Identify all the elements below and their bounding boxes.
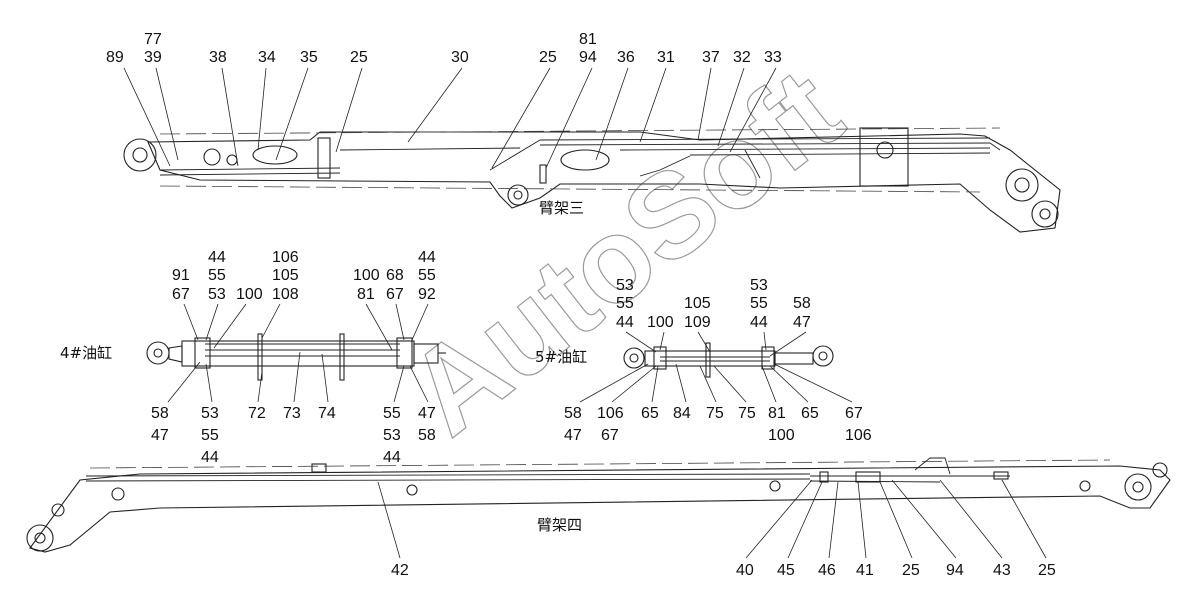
callout: 67	[845, 405, 863, 422]
boom-arm-4	[26, 457, 1171, 553]
callout: 94	[946, 562, 964, 579]
callout: 68	[386, 267, 404, 284]
callout: 47	[564, 427, 582, 444]
callout: 46	[818, 562, 836, 579]
callout: 73	[283, 405, 301, 422]
callout: 30	[451, 49, 469, 66]
callout: 44	[201, 449, 219, 466]
callout: 100	[647, 314, 674, 331]
callout: 53	[208, 286, 226, 303]
callout: 58	[151, 405, 169, 422]
callout: 47	[151, 427, 169, 444]
callout: 58	[418, 427, 436, 444]
callout: 34	[258, 49, 276, 66]
cyl4-caption: 4#油缸	[60, 344, 112, 362]
callout: 25	[539, 49, 557, 66]
callout: 81	[579, 31, 597, 48]
callout: 65	[641, 405, 659, 422]
callout: 55	[418, 267, 436, 284]
callout: 109	[684, 314, 711, 331]
callout: 75	[706, 405, 724, 422]
callout: 45	[777, 562, 795, 579]
callout: 106	[597, 405, 624, 422]
callout: 53	[201, 405, 219, 422]
callout: 43	[993, 562, 1011, 579]
callout: 44	[616, 314, 634, 331]
callout: 81	[357, 286, 375, 303]
boom-arm-3	[123, 127, 1061, 233]
callout: 53	[616, 277, 634, 294]
callout: 55	[208, 267, 226, 284]
callout: 53	[383, 427, 401, 444]
callout: 67	[386, 286, 404, 303]
callout: 39	[144, 49, 162, 66]
callout: 37	[702, 49, 720, 66]
callout: 33	[764, 49, 782, 66]
callout: 55	[616, 295, 634, 312]
callout: 42	[391, 562, 409, 579]
callout: 55	[383, 405, 401, 422]
callout: 58	[564, 405, 582, 422]
callout: 84	[673, 405, 691, 422]
callout: 106	[272, 249, 299, 266]
callout: 41	[856, 562, 874, 579]
callout: 81	[768, 405, 786, 422]
callout: 47	[793, 314, 811, 331]
callout: 106	[845, 427, 872, 444]
callout: 89	[106, 49, 124, 66]
callout: 38	[209, 49, 227, 66]
callout: 40	[736, 562, 754, 579]
callout: 55	[750, 295, 768, 312]
callout: 58	[793, 295, 811, 312]
callout: 100	[768, 427, 795, 444]
cylinder-4: 4#油缸	[60, 333, 446, 381]
callout: 25	[902, 562, 920, 579]
callout: 94	[579, 49, 597, 66]
callout: 47	[418, 405, 436, 422]
callout: 31	[657, 49, 675, 66]
callout: 77	[144, 31, 162, 48]
callout: 91	[172, 267, 190, 284]
callout: 92	[418, 286, 436, 303]
callout: 53	[750, 277, 768, 294]
arm3-caption: 臂架三	[539, 199, 584, 217]
callout: 108	[272, 286, 299, 303]
callout: 44	[208, 249, 226, 266]
callout: 25	[350, 49, 368, 66]
arm3-labels: 89 77 39 38 34 35 25 30 25 81 94 36 31 3…	[106, 31, 782, 217]
callout: 100	[353, 267, 380, 284]
callout: 67	[172, 286, 190, 303]
callout: 105	[272, 267, 299, 284]
callout: 44	[750, 314, 768, 331]
callout: 75	[738, 405, 756, 422]
arm4-caption: 臂架四	[537, 516, 582, 534]
callout: 35	[300, 49, 318, 66]
callout: 55	[201, 427, 219, 444]
callout: 44	[418, 249, 436, 266]
cyl5-labels: 53 55 44 100 105 109 53 55 44 58 47 58 4…	[564, 277, 872, 444]
callout: 25	[1038, 562, 1056, 579]
callout: 32	[733, 49, 751, 66]
callout: 74	[318, 405, 336, 422]
cylinder-5: 5#油缸	[535, 342, 834, 378]
callout: 72	[248, 405, 266, 422]
callout: 36	[617, 49, 635, 66]
callout: 105	[684, 295, 711, 312]
arm4-labels: 42 40 45 46 41 25 94 43 25 臂架四	[377, 479, 1056, 579]
callout: 44	[383, 449, 401, 466]
callout: 67	[601, 427, 619, 444]
cyl4-labels: 91 67 44 55 53 100 106 105 108 100 81 68…	[151, 249, 436, 466]
callout: 65	[801, 405, 819, 422]
callout: 100	[236, 286, 263, 303]
cyl5-caption: 5#油缸	[535, 348, 587, 366]
watermark: AutoSoft	[384, 43, 866, 460]
